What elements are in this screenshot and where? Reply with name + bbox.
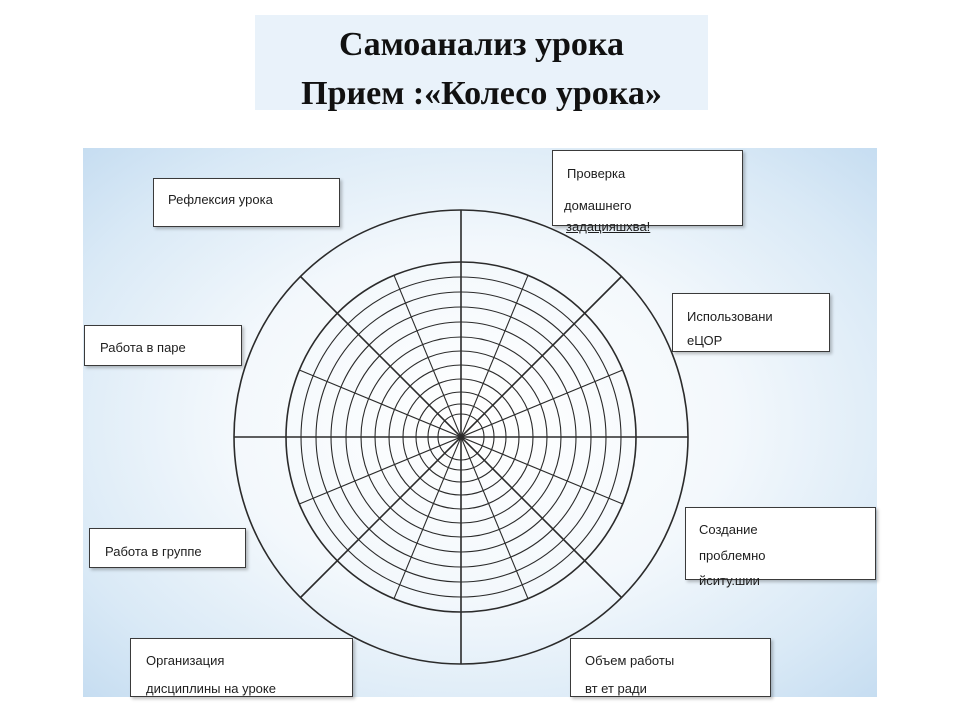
label-text: Работа в группе <box>105 544 202 559</box>
slide-title: Самоанализ урока <box>339 26 624 63</box>
label-homework-check: Проверка домашнего задацияшхва! <box>552 150 743 234</box>
label-text: дисциплины на уроке <box>146 681 276 696</box>
label-text: домашнего <box>564 198 632 213</box>
label-text: Проверка <box>567 166 626 181</box>
label-work-volume: Объем работы вт ет ради <box>570 638 771 697</box>
label-text: задацияшхва! <box>566 219 651 234</box>
label-problem-situation: Создание проблемно йситу.шии <box>685 507 876 588</box>
label-discipline: Организация дисциплины на уроке <box>130 638 353 697</box>
label-text: проблемно <box>699 548 766 563</box>
label-text: Работа в паре <box>100 340 186 355</box>
label-group-work: Работа в группе <box>89 528 246 568</box>
label-text: еЦОР <box>687 333 723 348</box>
label-text: Создание <box>699 522 758 537</box>
label-text: Использовани <box>687 309 773 324</box>
label-digital-resources: Использовани еЦОР <box>672 293 830 352</box>
slide-subtitle: Прием :«Колесо урока» <box>301 75 662 112</box>
label-text: вт ет ради <box>585 681 647 696</box>
diagram-panel <box>83 148 877 697</box>
label-text: Рефлексия урока <box>168 192 273 207</box>
label-text: Объем работы <box>585 653 675 668</box>
label-text: йситу.шии <box>699 573 760 588</box>
title-box: Самоанализ урока Прием :«Колесо урока» <box>255 15 708 112</box>
inner-spoke <box>299 369 623 505</box>
label-pair-work: Работа в паре <box>84 325 242 366</box>
label-text: Организация <box>146 653 225 668</box>
label-reflection: Рефлексия урока <box>153 178 340 227</box>
